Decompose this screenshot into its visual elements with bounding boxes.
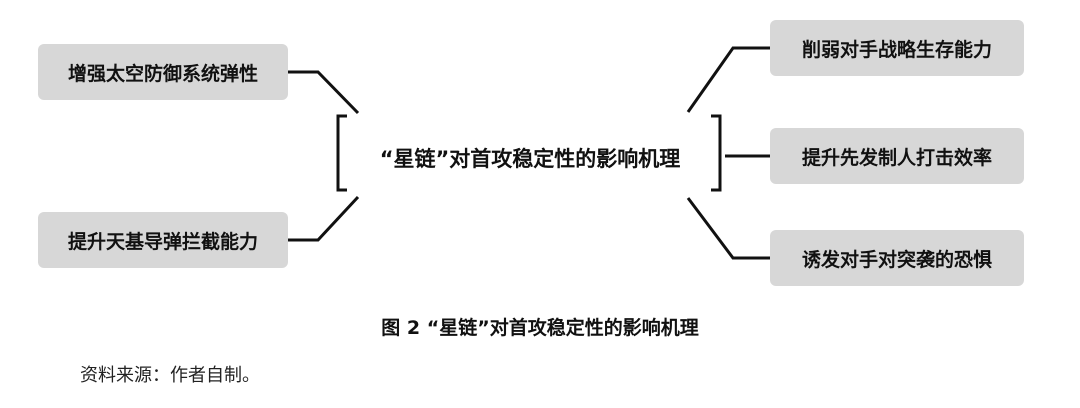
right-node-label: 提升先发制人打击效率 bbox=[801, 146, 992, 169]
right-node-label: 削弱对手战略生存能力 bbox=[801, 38, 992, 61]
connector-right-bottom bbox=[686, 197, 770, 260]
right-node-weaken-survival: 削弱对手战略生存能力 bbox=[770, 20, 1024, 76]
center-title: “星链”对首攻稳定性的影响机理 bbox=[379, 147, 681, 171]
left-node-label: 增强太空防御系统弹性 bbox=[67, 62, 258, 85]
left-node-missile-interception: 提升天基导弹拦截能力 bbox=[38, 212, 288, 268]
connector-left-bottom bbox=[288, 195, 360, 242]
connector-left-top bbox=[288, 70, 360, 115]
center-left-bracket bbox=[336, 114, 347, 192]
right-node-label: 诱发对手对突袭的恐惧 bbox=[801, 248, 992, 271]
connector-right-top bbox=[686, 46, 770, 113]
right-node-preemptive-strike: 提升先发制人打击效率 bbox=[770, 128, 1024, 184]
figure-caption: 图 2 “星链”对首攻稳定性的影响机理 bbox=[381, 317, 699, 339]
left-node-label: 提升天基导弹拦截能力 bbox=[67, 230, 258, 253]
center-right-bracket bbox=[711, 114, 722, 192]
right-node-surprise-fear: 诱发对手对突袭的恐惧 bbox=[770, 230, 1024, 286]
left-node-space-defense: 增强太空防御系统弹性 bbox=[38, 44, 288, 100]
source-note: 资料来源：作者自制。 bbox=[80, 365, 260, 386]
